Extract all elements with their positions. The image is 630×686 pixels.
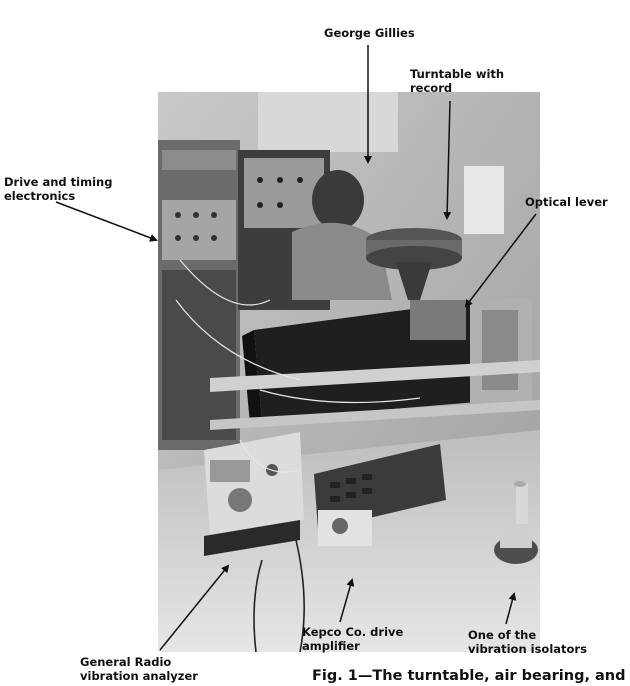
figure-caption: Fig. 1—The turntable, air bearing, and xyxy=(312,668,626,684)
arrow-optical xyxy=(464,213,537,308)
label-general-radio-analyzer: General Radio vibration analyzer xyxy=(80,655,198,683)
label-kepco-amplifier: Kepco Co. drive amplifier xyxy=(302,625,404,653)
label-vibration-isolators: One of the vibration isolators xyxy=(468,628,587,656)
label-turntable-with-record: Turntable with record xyxy=(410,67,505,95)
label-optical-lever: Optical lever xyxy=(525,195,608,209)
label-george-gillies: George Gillies xyxy=(324,26,415,40)
arrow-drive xyxy=(55,201,158,242)
arrow-isolators xyxy=(505,592,517,625)
arrow-general xyxy=(159,564,230,651)
label-drive-timing-electronics: Drive and timing electronics xyxy=(4,175,113,203)
arrow-turntable xyxy=(443,100,452,220)
arrow-kepco xyxy=(339,578,355,623)
